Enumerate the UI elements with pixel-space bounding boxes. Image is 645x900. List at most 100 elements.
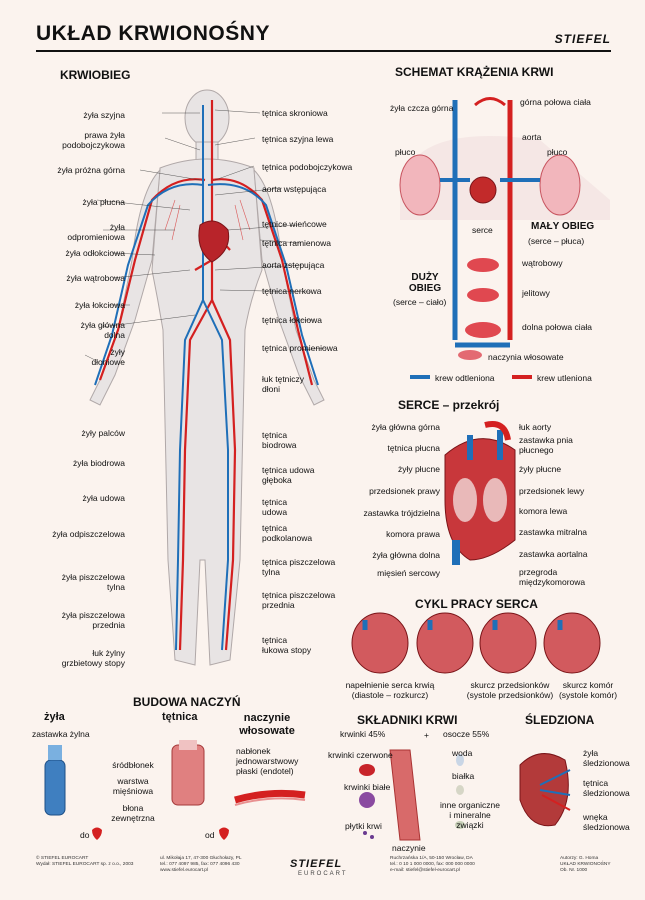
label-platelets: płytki krwi <box>345 821 382 831</box>
heart-cycle <box>351 612 601 674</box>
label-capillaries: naczynia włosowate <box>488 352 564 362</box>
heart-left-label-5: komora prawa <box>386 529 440 539</box>
serce-heading: SERCE – przekrój <box>398 398 500 412</box>
body-left-label-16: łuk żylny grzbietowy stopy <box>61 648 125 668</box>
vein-heading: żyła <box>44 711 65 723</box>
heart-body <box>198 220 230 263</box>
label-layer-2: warstwa mięśniowa <box>112 776 154 796</box>
spleen <box>519 753 571 827</box>
body-left-label-5: żyła odłokciowa <box>65 248 125 258</box>
heart-left-label-6: żyła główna dolna <box>372 550 440 560</box>
label-big-circ: DUŻY OBIEG <box>408 272 442 294</box>
body-right-label-12: tętnica udowa głęboka <box>262 465 315 485</box>
skladniki-heading: SKŁADNIKI KRWI <box>357 713 458 727</box>
body-right-label-10: łuk tętniczy dłoni <box>262 374 305 394</box>
heart-right-label-3: przedsionek lewy <box>519 486 585 496</box>
label-plasma: osocze 55% <box>443 729 490 739</box>
body-left-label-7: żyła łokciowa <box>74 300 125 310</box>
body-left-label-11: żyła biodrowa <box>73 458 125 468</box>
label-other: inne organiczne i mineralne związki <box>439 800 500 830</box>
label-cap-note: nabłonek jednowarstwowy płaski (endotel) <box>236 746 299 776</box>
body-right-label-6: aorta zstępująca <box>262 260 325 270</box>
body-left-label-13: żyła odpiszczelowa <box>52 529 125 539</box>
body-left-label-9: żyły dłoniowe <box>91 347 125 367</box>
heart-left-label-7: mięsień sercowy <box>377 568 440 578</box>
heart-left-label-4: zastawka trójdzielna <box>363 508 440 518</box>
cycle-caption-0: napełnienie serca krwią (diastole – rozk… <box>345 680 435 700</box>
label-layer-1: śródbłonek <box>112 760 154 770</box>
label-protein: białka <box>452 771 475 781</box>
label-red-cells: krwinki czerwone <box>328 750 393 760</box>
legend-deox: krew odtleniona <box>435 373 495 383</box>
label-white-cells: krwinki białe <box>344 782 391 792</box>
body-right-label-5: tętnica ramienowa <box>262 238 331 248</box>
label-small-circ: MAŁY OBIEG <box>531 221 595 232</box>
body-right-label-9: tętnica promieniowa <box>262 343 338 353</box>
artery-heading: tętnica <box>162 711 198 723</box>
label-plus: + <box>424 730 429 740</box>
brand-logo: STIEFEL <box>554 32 611 46</box>
label-heart: serce <box>472 225 493 235</box>
veins <box>94 105 319 651</box>
heart-left-label-3: przedsionek prawy <box>369 486 440 496</box>
body-left-label-14: żyła piszczelowa tylna <box>61 572 125 592</box>
body-right-label-4: tętnice wieńcowe <box>262 219 327 229</box>
body-right-label-14: tętnica podkolanowa <box>262 523 313 543</box>
body-left-label-0: żyła szyjna <box>83 110 125 120</box>
heart-right-label-7: przegroda międzykomorowa <box>519 567 586 587</box>
footer-col3: Ruchrzańska 1/A, 50-150 Wrocław, DA tel.… <box>390 856 475 873</box>
krwiobieg-heading: KRWIOBIEG <box>60 68 131 82</box>
legend-ox: krew utleniona <box>537 373 592 383</box>
label-liver: wątrobowy <box>522 258 563 268</box>
label-valve: zastawka żylna <box>32 729 90 739</box>
footer-col4: Autorzy: G. Homa UKŁAD KRWIONOŚNY Ob. Nr… <box>560 856 611 873</box>
body-left-label-10: żyły palców <box>81 428 125 438</box>
body-right-label-2: tętnica podobojczykowa <box>262 162 353 172</box>
poster-title: UKŁAD KRWIONOŚNY <box>36 22 270 45</box>
label-cells: krwinki 45% <box>340 729 386 739</box>
heart-right-label-2: żyły płucne <box>519 464 562 474</box>
label-splenic-hilum: wnęka śledzionowa <box>583 812 630 832</box>
body-left-label-8: żyła główna dolna <box>80 320 125 340</box>
label-small-circ-sub: (serce – płuca) <box>528 236 585 246</box>
vessel-structure <box>44 740 306 816</box>
budowa-heading: BUDOWA NACZYŃ <box>133 695 241 709</box>
body-right-label-7: tętnica nerkowa <box>262 286 322 296</box>
cycle-caption-2: skurcz komór (systole komór) <box>558 680 618 700</box>
body-right-label-17: tętnica łukowa stopy <box>262 635 312 655</box>
label-intestine: jelitowy <box>522 288 550 298</box>
sledziona-heading: ŚLEDZIONA <box>525 713 595 727</box>
label-vessel: naczynie <box>392 843 426 853</box>
footer-brand2: EUROCART <box>298 871 348 877</box>
label-vena-cava: żyła czcza górna <box>390 103 454 113</box>
capillary-heading: naczynie włosowate <box>239 712 295 737</box>
label-lung-right: płuco <box>547 147 568 157</box>
footer-brand: STIEFEL <box>290 858 343 870</box>
cycle-caption-1: skurcz przedsionków (systole przedsionkó… <box>466 680 554 700</box>
hearts-mini <box>92 827 229 840</box>
body-left-label-6: żyła wątrobowa <box>66 273 125 283</box>
body-right-label-11: tętnica biodrowa <box>262 430 297 450</box>
label-big-circ-sub: (serce – ciało) <box>393 297 447 307</box>
body-right-label-3: aorta wstępująca <box>262 184 327 194</box>
label-splenic-vein: żyła śledzionowa <box>583 748 630 768</box>
body-left-label-4: żyła odpromieniowa <box>67 222 125 242</box>
body-right-label-8: tętnica łokciowa <box>262 315 323 325</box>
label-lower-body: dolna połowa ciała <box>522 322 592 332</box>
body-right-label-0: tętnica skroniowa <box>262 108 328 118</box>
body-left-label-2: żyła próżna górna <box>57 165 125 175</box>
body-right-label-1: tętnica szyjna lewa <box>262 134 334 144</box>
heart-right-label-4: komora lewa <box>519 506 568 516</box>
label-lung-left: płuco <box>395 147 416 157</box>
label-aorta: aorta <box>522 132 542 142</box>
circulation-schema <box>399 97 610 379</box>
footer-col2: ul. Mikołaja 17, 47-300 Głuchołazy, PL t… <box>160 856 242 873</box>
body-left-label-1: prawa żyła podobojczykowa <box>62 130 125 150</box>
footer-col1: © STIEFEL EUROCART Wydał: STIEFEL EUROCA… <box>36 856 134 867</box>
label-water: woda <box>452 748 473 758</box>
schemat-heading: SCHEMAT KRĄŻENIA KRWI <box>395 65 554 79</box>
heart-section <box>444 421 516 565</box>
body-left-label-3: żyła płucna <box>82 197 125 207</box>
body-right-label-16: tętnica piszczelowa przednia <box>262 590 336 610</box>
heart-right-label-6: zastawka aortalna <box>519 549 588 559</box>
